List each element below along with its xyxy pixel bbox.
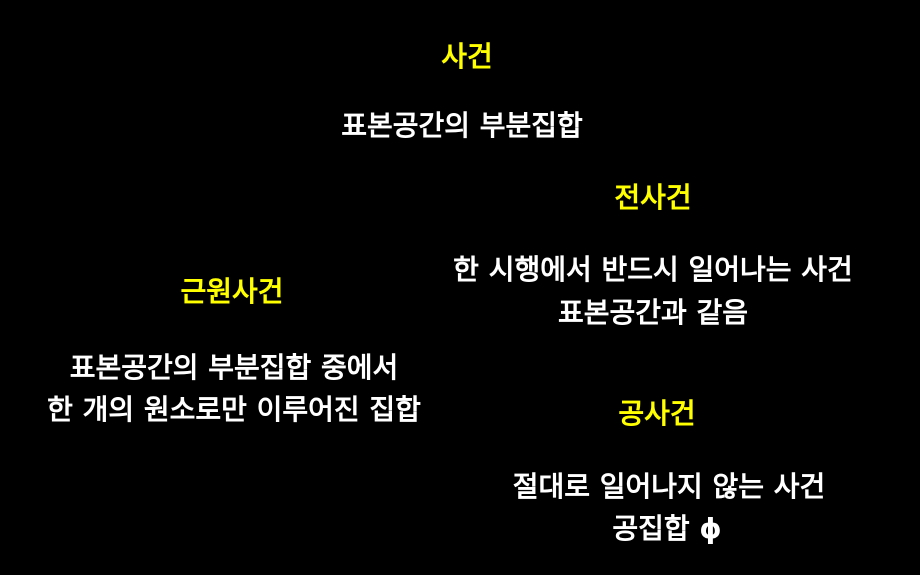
event-description: 표본공간의 부분집합 [341,109,583,142]
null-event-title: 공사건 [618,397,696,430]
elementary-event-line2: 한 개의 원소로만 이루어진 집합 [47,393,421,426]
elementary-event-line1: 표본공간의 부분집합 중에서 [69,351,399,384]
null-event-line1: 절대로 일어나지 않는 사건 [512,470,826,503]
sure-event-line1: 한 시행에서 반드시 일어나는 사건 [453,253,853,286]
event-title: 사건 [441,40,493,73]
sure-event-title: 전사건 [614,181,692,214]
null-event-line2: 공집합 ɸ [612,512,722,545]
sure-event-line2: 표본공간과 같음 [557,296,749,329]
elementary-event-title: 근원사건 [180,275,284,308]
